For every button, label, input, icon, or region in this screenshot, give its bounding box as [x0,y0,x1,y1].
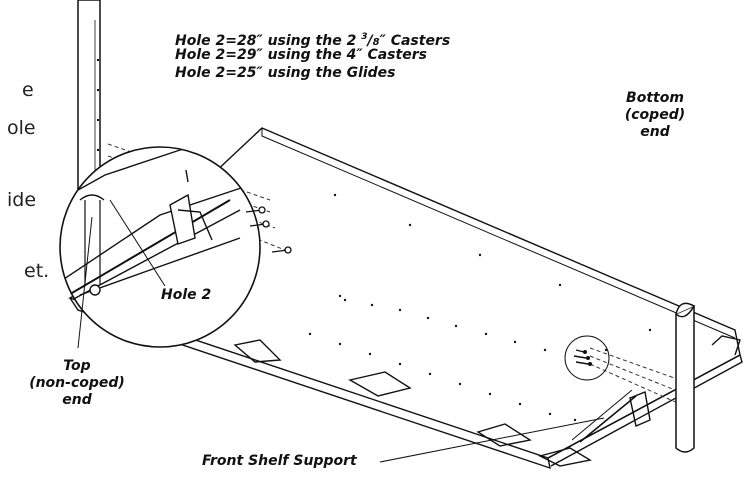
header-note-2: Hole 2=29″ using the 4″ Casters [175,47,427,63]
top-end-label: Top (non-coped) end [14,358,140,409]
left-text-fragment-4: et. [24,260,50,282]
right-post [675,302,695,453]
bottom-end-label: Bottom (coped) end [612,90,698,141]
leader-lines [77,199,605,463]
top-end-label-line-3: end [62,392,92,408]
header-note-1: Hole 2=28″ using the 2 3/8″ Casters [175,32,451,49]
left-text-fragment-3: ide [7,189,37,211]
bottom-end-label-line-3: end [640,124,670,140]
bottom-end-label-line-1: Bottom [626,90,684,106]
top-end-label-line-1: Top [63,358,91,374]
magnified-corner-detail [59,146,261,348]
left-text-fragment-1: e [22,79,34,101]
bottom-end-label-line-2: (coped) [624,107,686,123]
bolts [245,206,292,254]
front-shelf-support-label: Front Shelf Support [202,453,357,469]
shelf-holes [116,193,652,422]
left-text-fragment-2: ole [7,117,36,139]
top-end-label-line-2: (non-coped) [29,375,125,391]
right-detail-circle [564,335,610,381]
hole-2-label: Hole 2 [161,287,212,303]
header-note-3: Hole 2=25″ using the Glides [175,65,396,81]
